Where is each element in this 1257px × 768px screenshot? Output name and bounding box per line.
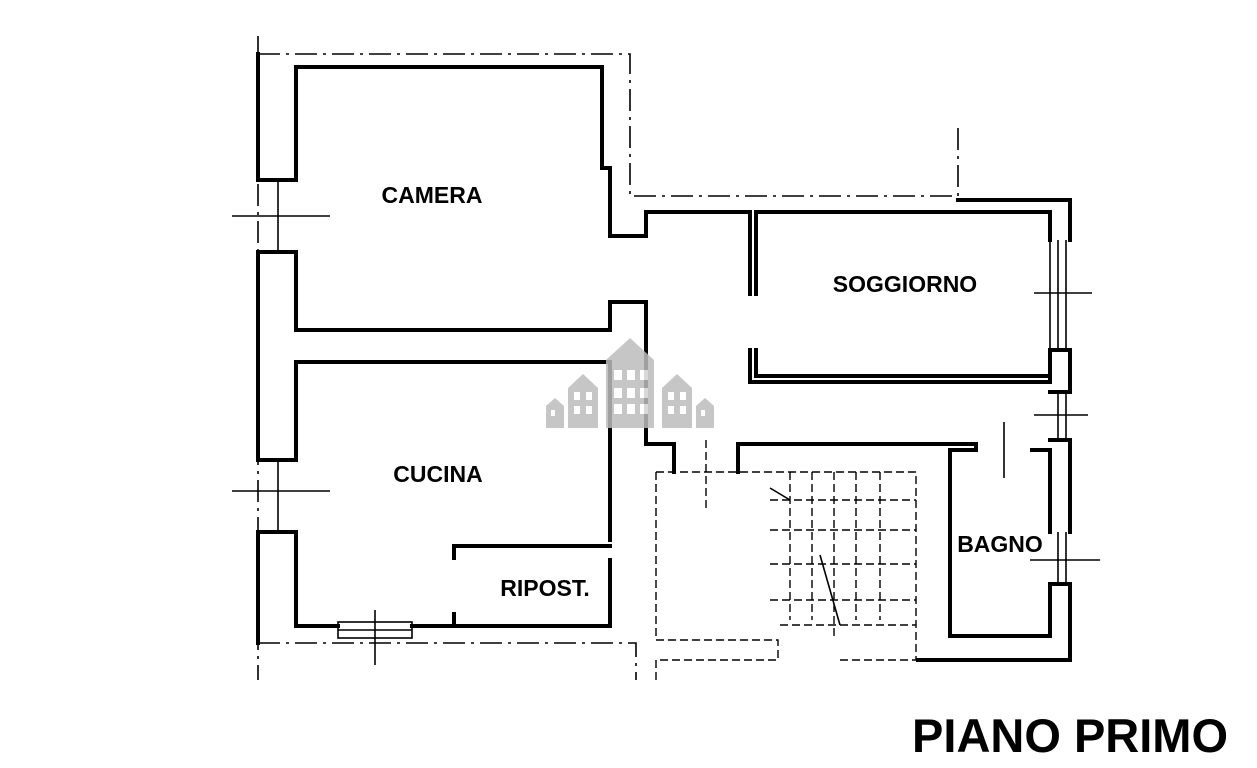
camera-room: CAMERA xyxy=(256,65,752,422)
east-wall xyxy=(916,348,1072,662)
bagno-label: BAGNO xyxy=(957,531,1043,557)
soggiorno-room: SOGGIORNO xyxy=(748,198,1072,384)
cucina-label: CUCINA xyxy=(393,461,482,487)
ripostiglio-label: RIPOST. xyxy=(500,575,589,601)
soggiorno-label: SOGGIORNO xyxy=(833,271,977,297)
camera-label: CAMERA xyxy=(382,182,483,208)
ripostiglio-room: RIPOST. xyxy=(452,544,612,628)
corridor-walls xyxy=(644,418,978,474)
window-cucina xyxy=(232,460,330,532)
stairwell xyxy=(655,440,917,680)
window-south xyxy=(337,610,413,665)
floor-title: PIANO PRIMO xyxy=(912,709,1228,762)
building-logo-icon xyxy=(546,338,714,428)
window-corridor xyxy=(1034,392,1088,440)
window-camera xyxy=(232,180,330,252)
window-soggiorno xyxy=(1034,240,1092,350)
bagno-room: BAGNO xyxy=(948,422,1052,638)
window-bagno xyxy=(1030,532,1100,584)
cucina-room: CUCINA xyxy=(256,360,612,628)
